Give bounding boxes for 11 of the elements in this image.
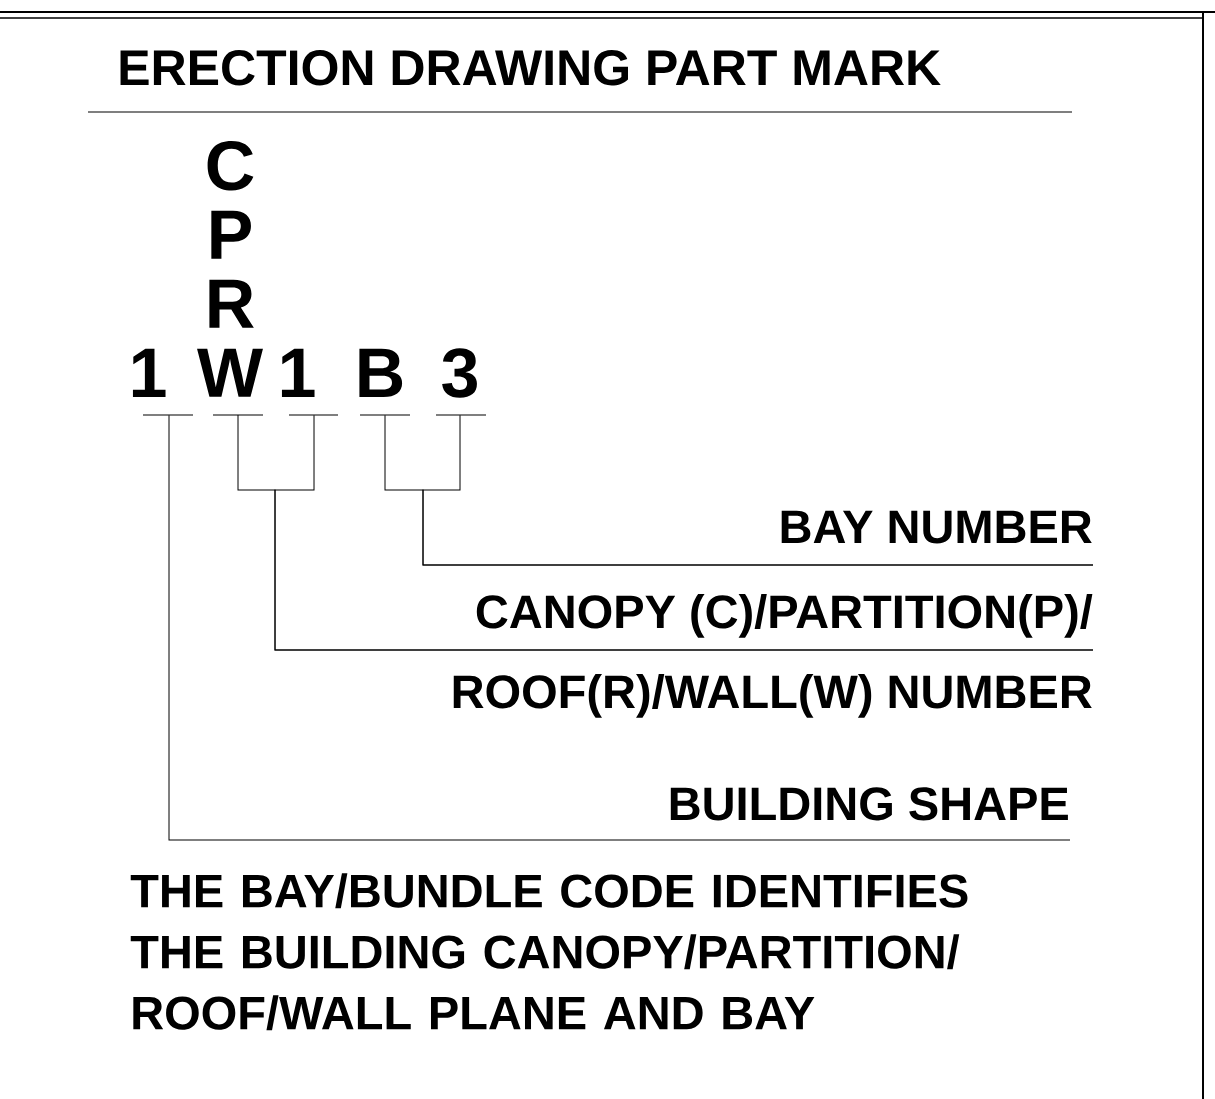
code-character: 3 bbox=[435, 348, 487, 416]
title: ERECTION DRAWING PART MARK bbox=[120, 50, 941, 86]
caption: THE BAY/BUNDLE CODE IDENTIFIES THE BUILDING CANOPY/PARTITION/ ROOF/WALL PLANE AND BAY bbox=[130, 873, 968, 1031]
callout-text: BUILDING SHAPE bbox=[670, 787, 1068, 821]
code-character: B bbox=[359, 348, 411, 416]
callout-text: CANOPY (C)/PARTITION(P)/ ROOF(R)/WALL(W) NUMBER bbox=[453, 593, 1093, 718]
code-character: 1 bbox=[132, 348, 194, 416]
leader-line bbox=[168, 414, 1071, 841]
code-letter-column: C P R W bbox=[197, 140, 264, 416]
code-character: 1 bbox=[281, 348, 339, 416]
callout-text: BAY NUMBER bbox=[781, 510, 1092, 544]
